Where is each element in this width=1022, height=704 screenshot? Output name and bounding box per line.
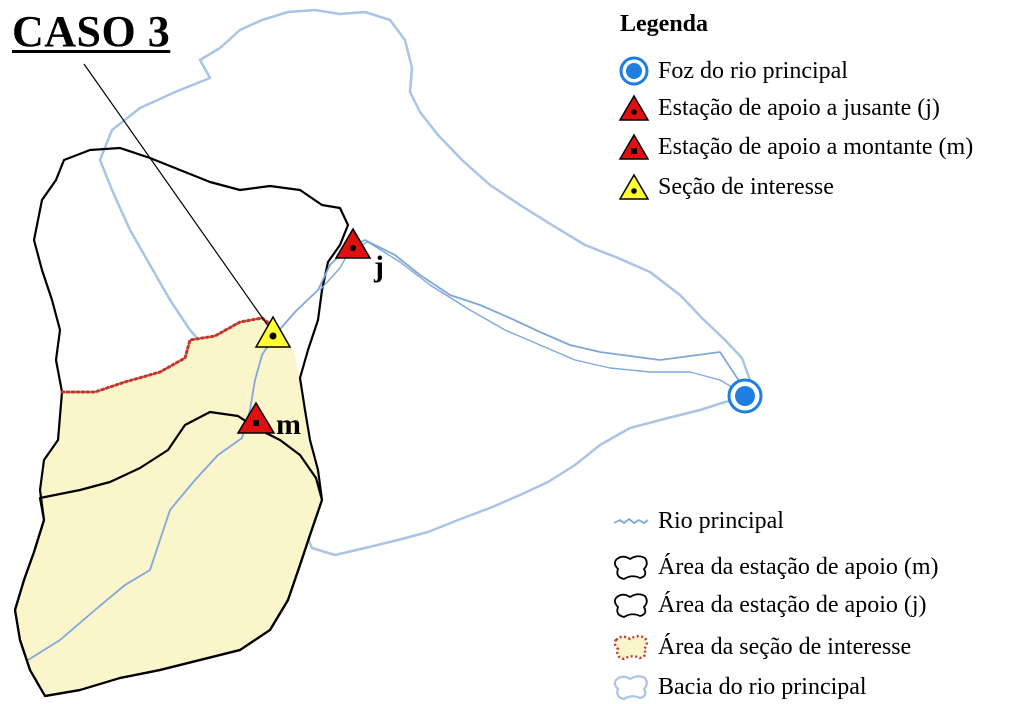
yellow-triangle-dot-icon	[618, 173, 650, 200]
legend-label: Rio principal	[658, 508, 784, 534]
main-river	[27, 239, 746, 661]
case-label: CASO 3	[12, 7, 171, 56]
legend-item-interest-area: Área da seção de interesse	[612, 632, 911, 662]
upstream-station-marker	[236, 401, 276, 434]
legend-label: Área da seção de interesse	[658, 634, 912, 660]
downstream-station-marker	[334, 227, 372, 259]
legend-item-interest-section: Seção de interesse	[618, 172, 834, 202]
legend-item-main-river: Rio principal	[612, 506, 784, 536]
red-triangle-square-icon	[618, 133, 650, 160]
legend-item-mouth: Foz do rio principal	[618, 56, 848, 86]
legend-label: Área da estação de apoio (j)	[658, 592, 927, 618]
legend-item-station-m-area: Área da estação de apoio (m)	[612, 552, 939, 582]
blue-outline-area-icon	[613, 675, 648, 701]
legend-item-downstream-station: Estação de apoio a jusante (j)	[618, 93, 940, 123]
black-outline-area-icon	[613, 593, 648, 618]
red-dotted-yellow-area-icon	[613, 635, 648, 661]
station-m-area-outline	[13, 410, 324, 698]
river-line-icon	[613, 517, 649, 525]
interest-section-boundary	[60, 316, 280, 394]
legend-item-station-j-area: Área da estação de apoio (j)	[612, 590, 927, 620]
legend-label: Área da estação de apoio (m)	[658, 554, 939, 580]
case-leader-line	[83, 63, 274, 334]
legend-label: Foz do rio principal	[658, 58, 848, 84]
interest-section-area	[15, 318, 322, 696]
upstream-station-letter: m	[276, 408, 301, 441]
legend-label: Seção de interesse	[658, 174, 834, 200]
river-mouth-marker	[727, 378, 763, 414]
legend: Legenda	[610, 12, 708, 36]
legend-label: Estação de apoio a montante (m)	[658, 134, 974, 160]
blue-circle-mouth-icon	[619, 56, 649, 86]
legend-item-upstream-station: Estação de apoio a montante (m)	[618, 132, 973, 162]
interest-section-marker	[254, 315, 292, 348]
black-outline-area-icon	[613, 555, 648, 580]
legend-title: Legenda	[620, 11, 709, 37]
legend-label: Bacia do rio principal	[658, 674, 867, 700]
red-triangle-dot-icon	[618, 94, 650, 121]
legend-item-main-basin: Bacia do rio principal	[612, 672, 867, 702]
downstream-station-letter: j	[374, 250, 384, 283]
legend-label: Estação de apoio a jusante (j)	[658, 95, 940, 121]
